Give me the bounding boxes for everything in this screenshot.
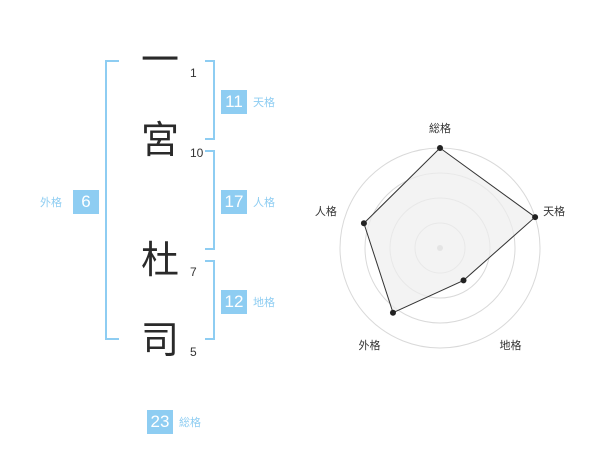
radar-label-3: 外格 bbox=[359, 338, 381, 352]
radar-point-1 bbox=[532, 214, 539, 221]
chikaku-label: 地格 bbox=[253, 296, 275, 309]
name-char-3: 杜 bbox=[140, 238, 179, 282]
radar-label-1: 天格 bbox=[543, 204, 565, 218]
radar-label-0: 総格 bbox=[429, 121, 451, 135]
radar-points bbox=[360, 145, 539, 316]
stroke-count-4: 5 bbox=[190, 345, 197, 359]
radar-label-4: 人格 bbox=[315, 204, 337, 218]
gaikaku-value: 6 bbox=[73, 190, 99, 214]
tenkaku-value: 11 bbox=[221, 90, 247, 114]
radar-label-2: 地格 bbox=[500, 338, 522, 352]
radar-point-4 bbox=[360, 220, 367, 227]
jinkaku-value: 17 bbox=[221, 190, 247, 214]
name-char-2: 宮 bbox=[140, 118, 179, 162]
chikaku-value: 12 bbox=[221, 290, 247, 314]
radar-area bbox=[363, 147, 536, 314]
name-char-4: 司 bbox=[140, 318, 179, 362]
radar-point-0 bbox=[437, 145, 443, 151]
stroke-count-2: 10 bbox=[190, 146, 204, 160]
radar-point-2 bbox=[460, 277, 467, 284]
jinkaku-label: 人格 bbox=[253, 196, 275, 209]
chikaku-bracket bbox=[205, 260, 215, 340]
tenkaku-label: 天格 bbox=[253, 96, 275, 109]
jinkaku-bracket bbox=[205, 150, 215, 250]
gaikaku-label: 外格 bbox=[40, 196, 62, 209]
stroke-count-3: 7 bbox=[190, 265, 197, 279]
name-char-1: 一 bbox=[140, 38, 179, 82]
gaikaku-bracket bbox=[105, 60, 119, 340]
tenkaku-bracket bbox=[205, 60, 215, 140]
soukaku-label: 総格 bbox=[179, 416, 201, 429]
radar-point-3 bbox=[389, 309, 396, 316]
soukaku-value: 23 bbox=[147, 410, 173, 434]
stroke-count-1: 1 bbox=[190, 66, 197, 80]
